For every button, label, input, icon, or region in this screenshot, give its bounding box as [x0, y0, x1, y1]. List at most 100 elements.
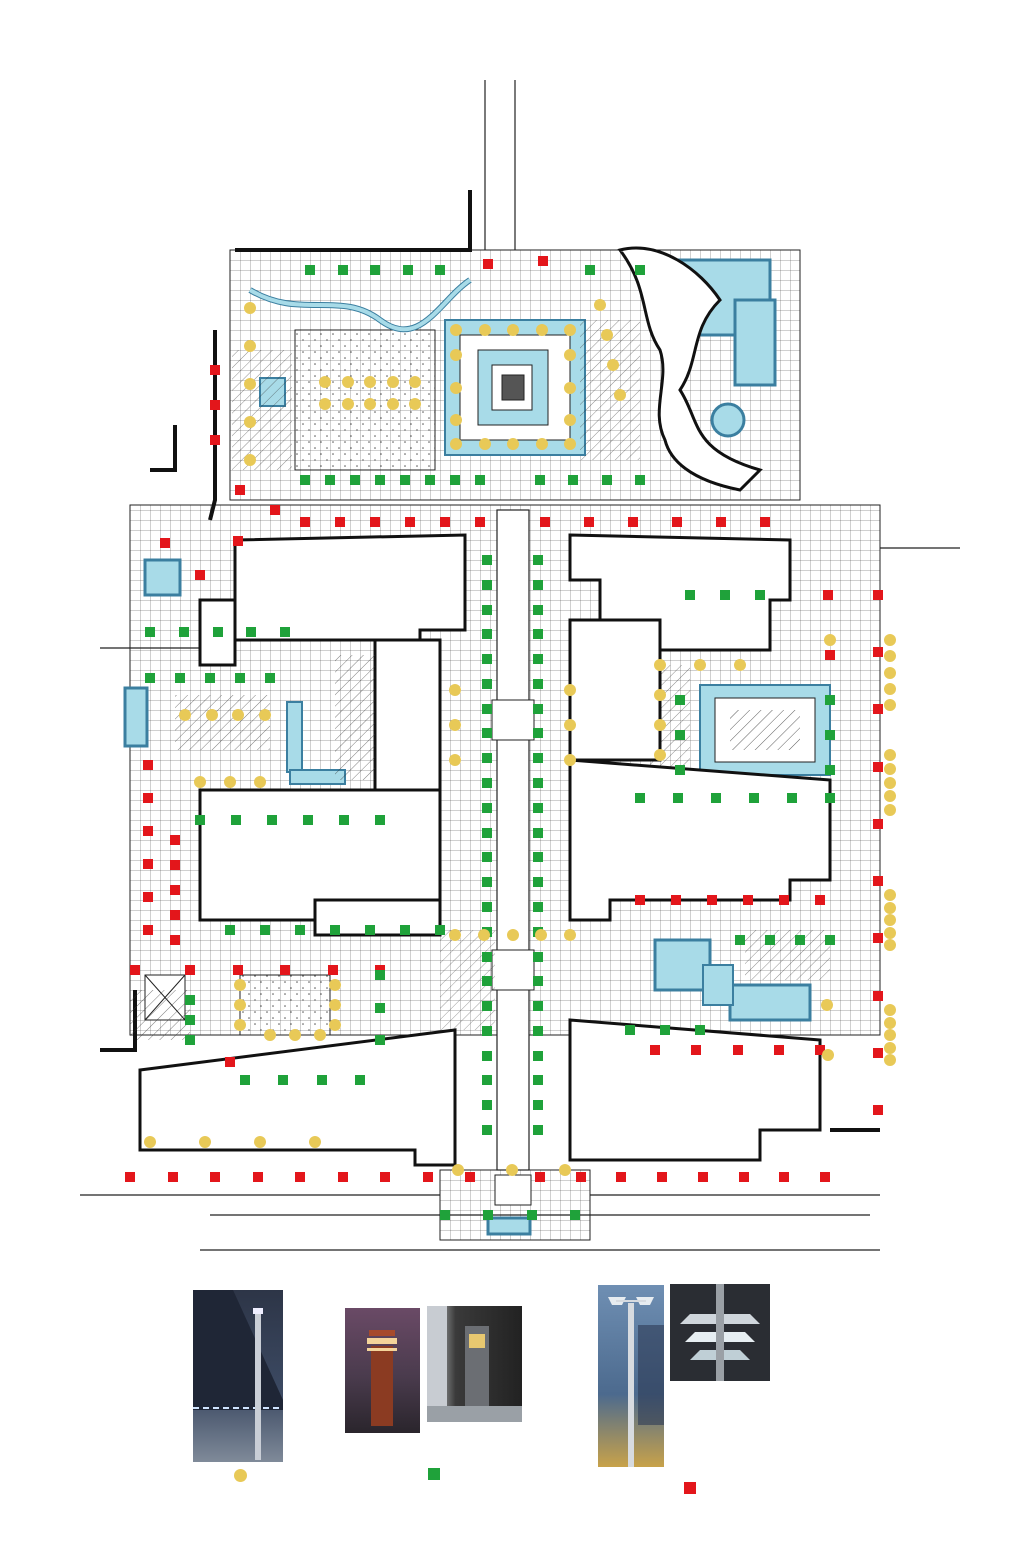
pole-lamp-marker [824, 634, 836, 646]
twin-head-pole-photo [598, 1285, 664, 1467]
pole-lamp-marker [314, 1029, 326, 1041]
double-pole-lamp-marker [873, 704, 883, 714]
pole-lamp-marker [884, 889, 896, 901]
pole-lamp-marker [452, 1164, 464, 1176]
bollard-lamp-marker [720, 590, 730, 600]
entrance-pool [486, 1216, 532, 1236]
pavilion-lamp-icon [680, 1284, 760, 1381]
bollard-lamp-marker [673, 793, 683, 803]
square-bollard-icon [427, 1306, 522, 1422]
bollard-lamp-marker [435, 925, 445, 935]
bollard-lamp-marker [375, 815, 385, 825]
double-pole-lamp-marker [815, 895, 825, 905]
bollard-lamp-marker [338, 265, 348, 275]
double-pole-lamp-marker [328, 965, 338, 975]
pole-lamp-marker [479, 324, 491, 336]
bollard-lamp-marker [570, 1210, 580, 1220]
bollard-lamp-marker [175, 673, 185, 683]
double-pole-lamp-marker [873, 647, 883, 657]
bollard-lamp-marker [482, 902, 492, 912]
pole-lamp-marker [614, 389, 626, 401]
double-pole-lamp-marker [779, 895, 789, 905]
double-pole-lamp-marker [380, 1172, 390, 1182]
double-pole-lamp-marker [370, 517, 380, 527]
pole-lamp-marker [564, 754, 576, 766]
bollard-lamp-marker [483, 1210, 493, 1220]
bollard-lamp-marker [533, 580, 543, 590]
bollard-lamp-marker [225, 925, 235, 935]
pole-lamp-marker [884, 1042, 896, 1054]
pole-lamp-marker [387, 398, 399, 410]
bollard-lamp-marker [303, 815, 313, 825]
pole-lamp-marker [884, 667, 896, 679]
pole-lamp-marker [564, 382, 576, 394]
pole-lamp-marker [254, 776, 266, 788]
bollard-lamp-marker [533, 778, 543, 788]
double-pole-lamp-marker [538, 256, 548, 266]
pole-lamp-marker [387, 376, 399, 388]
pole-lamp-marker [179, 709, 191, 721]
bollard-lamp-marker [400, 475, 410, 485]
bollard-lamp-marker [435, 265, 445, 275]
bollard-lamp-marker [231, 815, 241, 825]
pole-lamp-marker [884, 763, 896, 775]
bollard-lamp-marker [695, 1025, 705, 1035]
bollard-lamp-marker [179, 627, 189, 637]
bollard-lamp-marker [533, 753, 543, 763]
pole-lamp-marker [594, 299, 606, 311]
bollard-lamp-marker [482, 1001, 492, 1011]
bollard-lamp-marker [675, 695, 685, 705]
double-pole-lamp-marker [774, 1045, 784, 1055]
pole-lamp-marker [884, 650, 896, 662]
pavilion-lamp-photo [670, 1284, 770, 1381]
double-pole-lamp-marker [873, 991, 883, 1001]
bollard-lamp-marker [533, 852, 543, 862]
bollard-lamp-marker [375, 970, 385, 980]
bollard-lamp-marker [533, 976, 543, 986]
bollard-lamp-marker [533, 1001, 543, 1011]
pole-lamp-marker [144, 1136, 156, 1148]
pole-lamp-marker [884, 699, 896, 711]
bollard-lamp-marker [635, 793, 645, 803]
pole-lamp-marker [206, 709, 218, 721]
pole-lamp-marker [506, 1164, 518, 1176]
pole-lamp-marker [264, 1029, 276, 1041]
pole-lamp-marker [319, 398, 331, 410]
double-pole-lamp-marker [170, 885, 180, 895]
bollard-lamp-marker [482, 704, 492, 714]
pole-lamp-marker [478, 929, 490, 941]
bollard-lamp-marker [602, 475, 612, 485]
pole-lamp-marker [607, 359, 619, 371]
double-pole-lamp-marker [143, 826, 153, 836]
bollard-lamp-marker [185, 1035, 195, 1045]
bollard-lamp-marker [195, 815, 205, 825]
double-pole-lamp-marker [873, 590, 883, 600]
double-pole-lamp-marker [235, 485, 245, 495]
north-east-rock-garden [580, 246, 777, 492]
pole-lamp-marker [450, 414, 462, 426]
double-pole-lamp-marker [210, 400, 220, 410]
bollard-lamp-marker [755, 590, 765, 600]
bollard-lamp-marker [482, 728, 492, 738]
bollard-lamp-marker [482, 1125, 492, 1135]
double-pole-lamp-marker [143, 892, 153, 902]
pole-lamp-marker [654, 749, 666, 761]
pole-lamp-marker [234, 979, 246, 991]
pole-lamp-marker [654, 719, 666, 731]
double-pole-lamp-marker [650, 1045, 660, 1055]
double-pole-lamp-marker [672, 517, 682, 527]
pole-lamp-marker [564, 929, 576, 941]
double-pole-lamp-marker [168, 1172, 178, 1182]
double-pole-lamp-marker [779, 1172, 789, 1182]
bollard-lamp-marker [533, 728, 543, 738]
bollard-lamp-marker [482, 828, 492, 838]
double-pole-lamp-marker [873, 819, 883, 829]
pole-lamp-marker [234, 999, 246, 1011]
legend-yellow-circle [234, 1469, 247, 1482]
bollard-lamp-marker [482, 952, 492, 962]
bollard-lamp-marker [568, 475, 578, 485]
bollard-lamp-marker [711, 793, 721, 803]
pole-lamp-marker [364, 376, 376, 388]
double-pole-lamp-marker [815, 1045, 825, 1055]
